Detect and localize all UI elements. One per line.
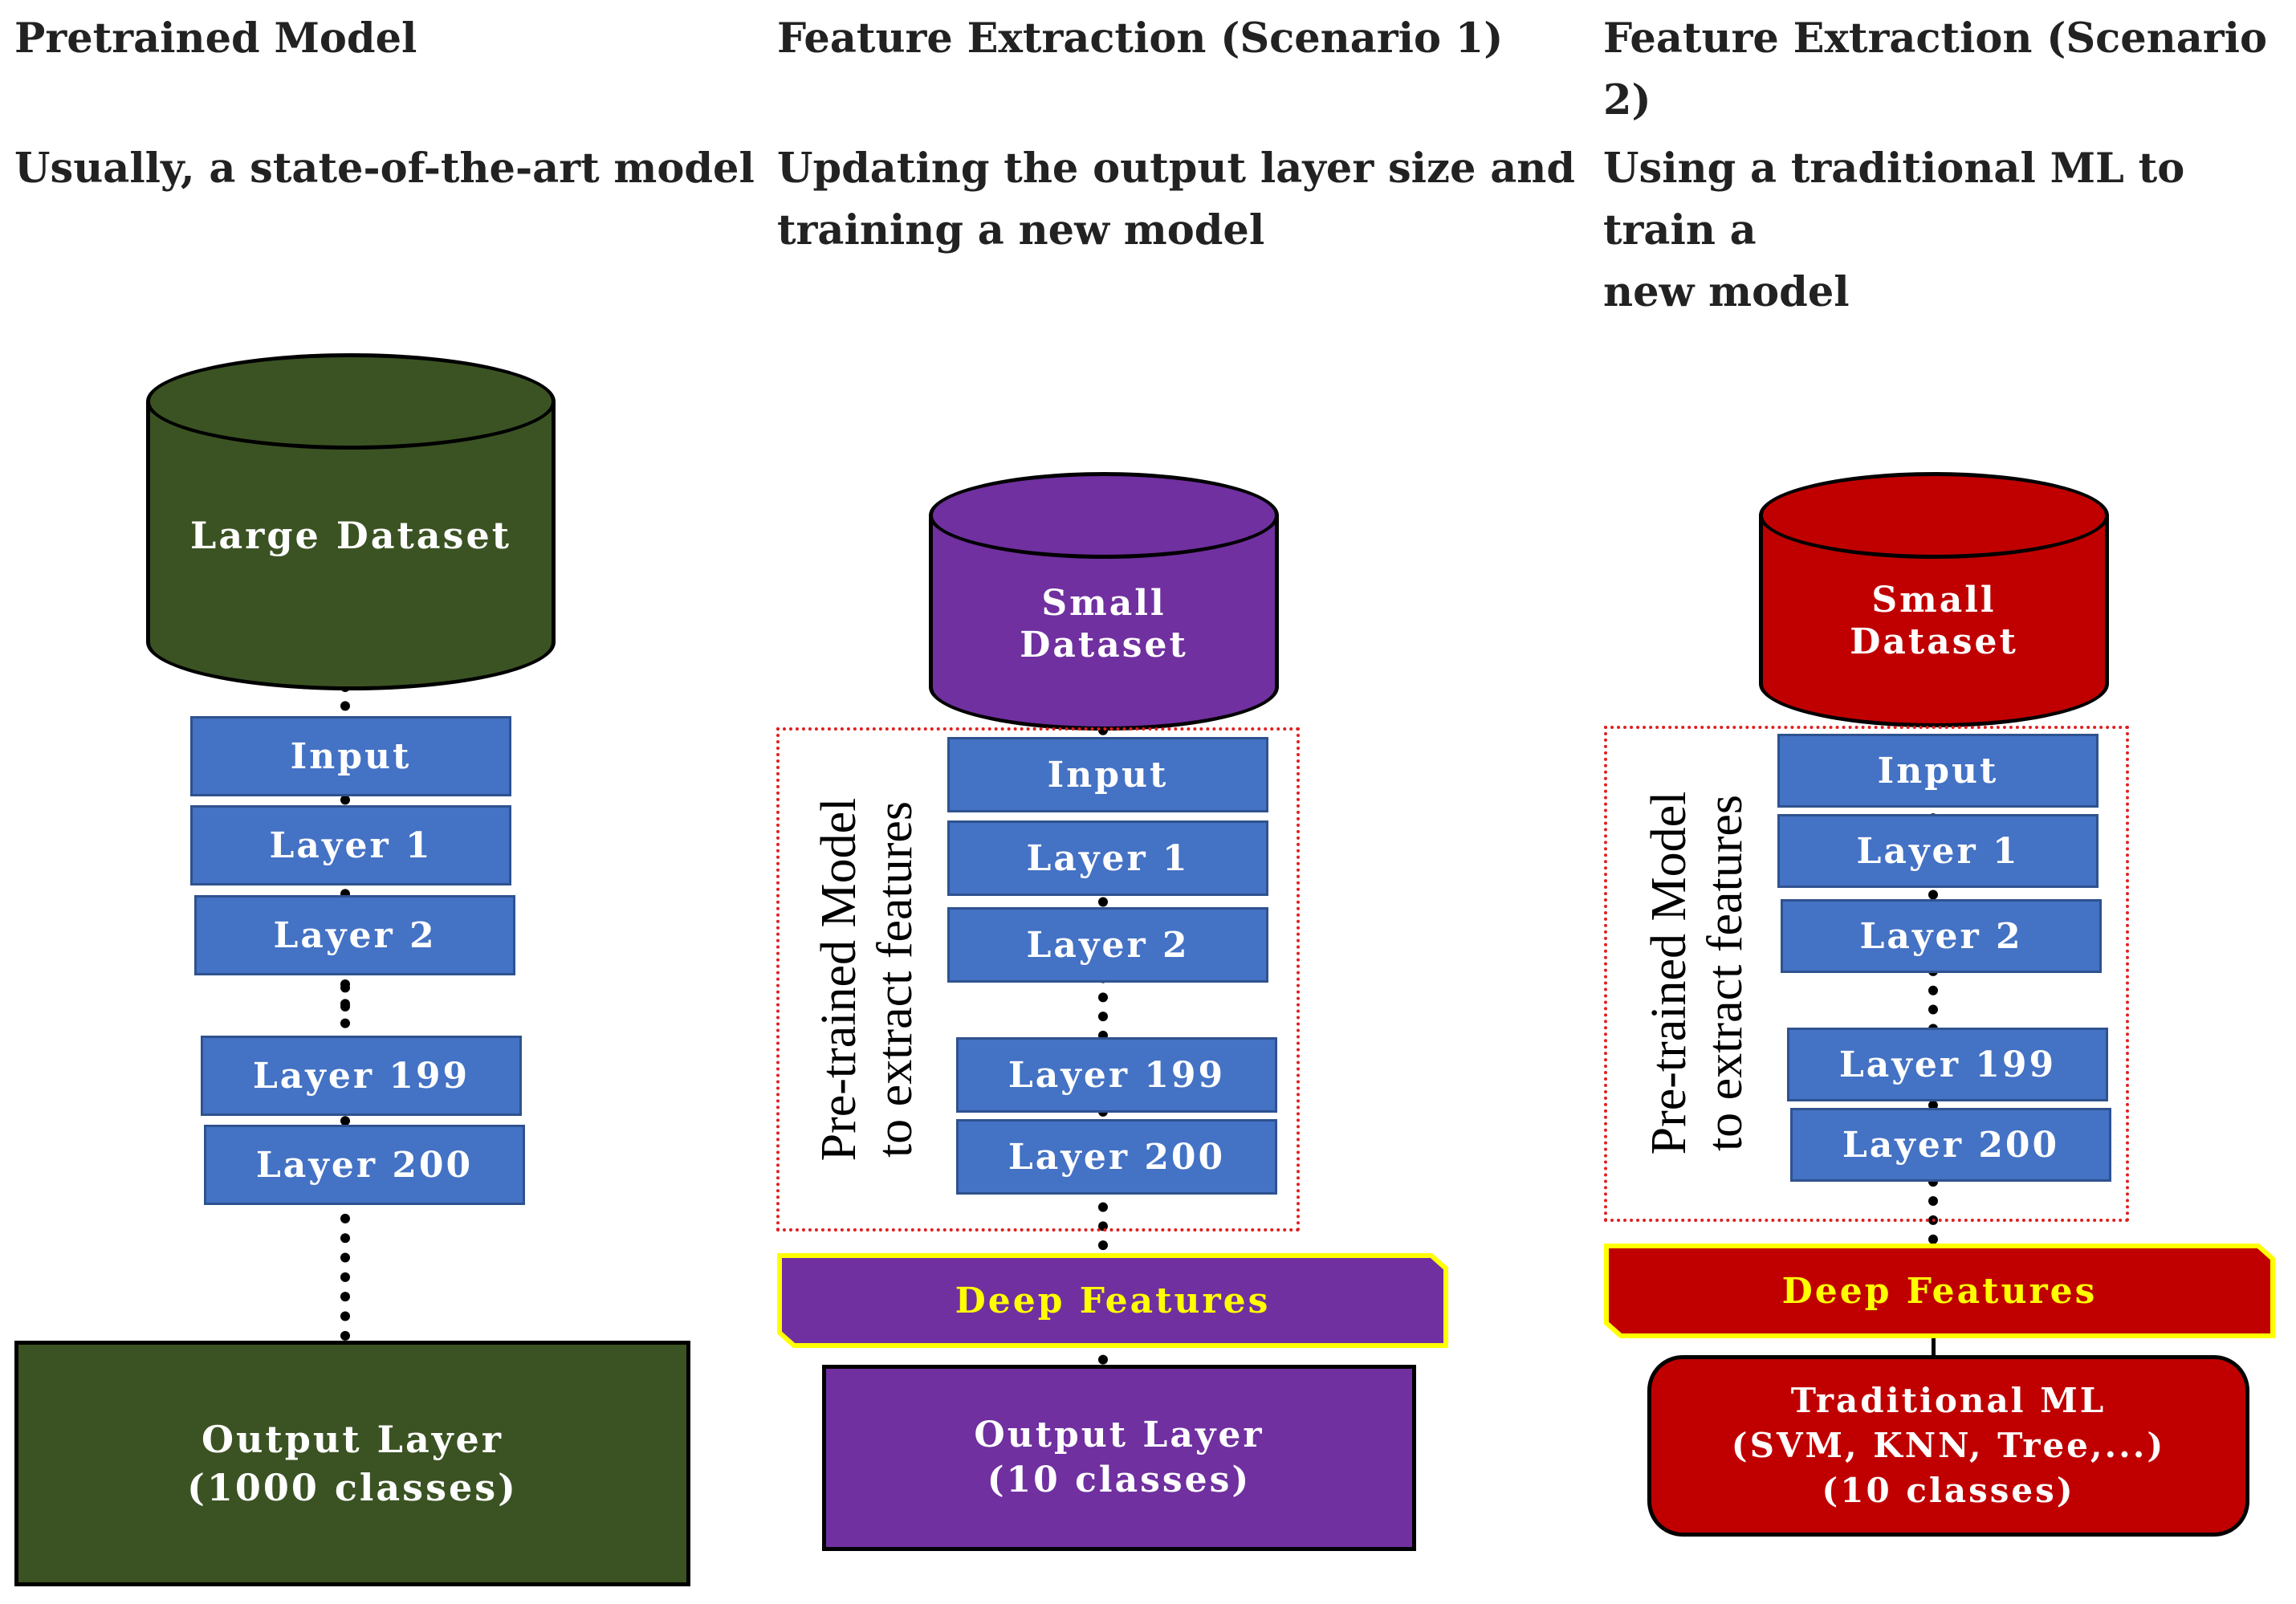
col1-layer-2: Layer 2: [194, 895, 515, 975]
dataset-label: Large Dataset: [190, 514, 511, 557]
col3-traditional-ml: Traditional ML (SVM, KNN, Tree,...) (10 …: [1647, 1355, 2249, 1537]
col2-title: Feature Extraction (Scenario 1): [777, 14, 1504, 63]
col2-deep-features: Deep Features: [776, 1252, 1449, 1349]
col3-input-layer: Input: [1777, 734, 2099, 808]
col1-output-layer: Output Layer (1000 classes): [14, 1341, 690, 1586]
col2-layer-200: Layer 200: [956, 1119, 1277, 1195]
features-label: Deep Features: [1781, 1270, 2098, 1312]
features-label: Deep Features: [955, 1280, 1271, 1321]
large-dataset-cylinder: Large Dataset: [146, 353, 556, 690]
col3-deep-features: Deep Features: [1603, 1243, 2276, 1339]
cylinder-top: [1759, 472, 2109, 559]
col3-layer-1: Layer 1: [1777, 814, 2099, 888]
col2-pretrained-label: Pre-trained Model to extract features: [812, 797, 922, 1162]
small-dataset-cylinder: Small Dataset: [1759, 472, 2109, 727]
col2-pretrained-frame: [776, 727, 1300, 1231]
cylinder-top: [146, 353, 556, 450]
features-shape: [777, 1253, 1448, 1348]
dataset-label: Small Dataset: [1020, 583, 1188, 666]
col3-subtitle: Using a traditional ML to train a new mo…: [1603, 145, 2185, 316]
small-dataset-cylinder: Small Dataset: [929, 472, 1279, 731]
col1-input-layer: Input: [190, 716, 511, 796]
col2-subtitle: Updating the output layer size and train…: [777, 145, 1575, 254]
col1-layer-199: Layer 199: [201, 1036, 522, 1116]
col3-layer-200: Layer 200: [1790, 1108, 2111, 1182]
cylinder-top: [929, 472, 1279, 559]
dataset-label: Small Dataset: [1850, 580, 2018, 662]
col1-subtitle: Usually, a state-of-the-art model: [14, 145, 755, 193]
col3-pretrained-label: Pre-trained Model to extract features: [1642, 791, 1753, 1155]
col2-input-layer: Input: [947, 737, 1268, 812]
col3-pretrained-frame: [1604, 726, 2129, 1222]
features-shape: [1604, 1244, 2275, 1338]
col3-layer-199: Layer 199: [1787, 1028, 2108, 1101]
col1-layer-1: Layer 1: [190, 805, 511, 885]
col2-layer-1: Layer 1: [947, 820, 1268, 896]
col1-title: Pretrained Model: [14, 14, 417, 63]
col2-output-layer: Output Layer (10 classes): [822, 1365, 1416, 1551]
col1-layer-200: Layer 200: [204, 1125, 525, 1205]
col2-layer-2: Layer 2: [947, 907, 1268, 983]
col3-title: Feature Extraction (Scenario 2): [1603, 14, 2268, 124]
col3-connector-lower: [1932, 1329, 1936, 1368]
col3-layer-2: Layer 2: [1781, 899, 2102, 973]
col2-layer-199: Layer 199: [956, 1037, 1277, 1113]
